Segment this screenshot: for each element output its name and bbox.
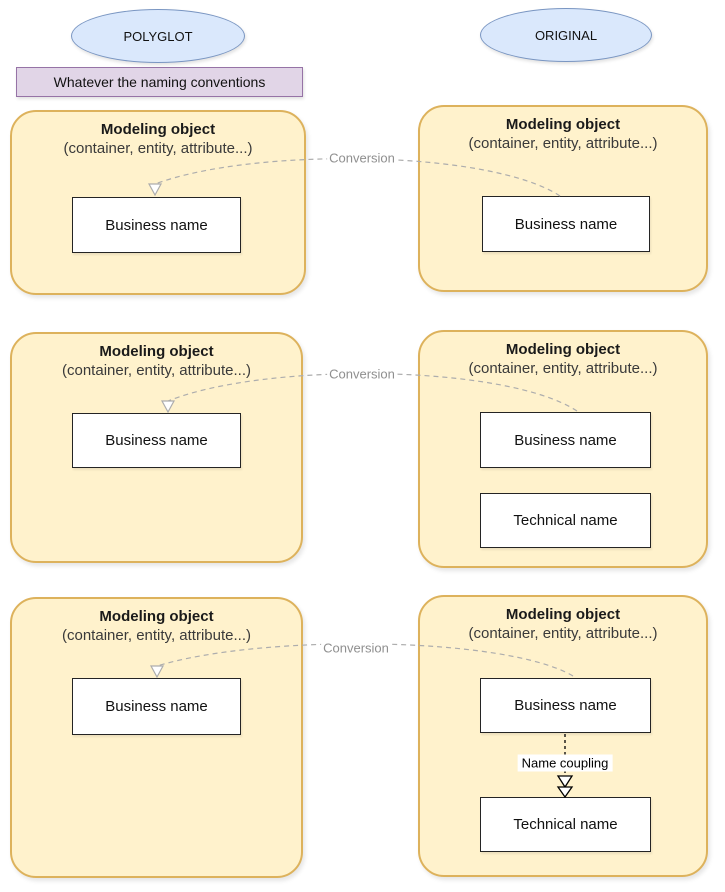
- technical-name-box-row3-right: Technical name: [480, 797, 651, 852]
- name-coupling-label: Name coupling: [517, 754, 613, 772]
- group-title: Modeling object: [505, 341, 621, 358]
- group-subtitle: (container, entity, attribute...): [63, 140, 253, 157]
- group-title: Modeling object: [99, 343, 214, 360]
- group-subtitle: (container, entity, attribute...): [62, 627, 251, 644]
- business-name-box-row1-right: Business name: [482, 196, 650, 252]
- group-header: Modeling object (container, entity, attr…: [420, 605, 706, 643]
- group-subtitle: (container, entity, attribute...): [468, 135, 658, 152]
- column-header-original-label: ORIGINAL: [534, 27, 598, 43]
- business-name-box-row1-left: Business name: [72, 197, 241, 253]
- technical-name-box-row2-right: Technical name: [480, 493, 651, 548]
- group-header: Modeling object (container, entity, attr…: [420, 115, 706, 153]
- technical-name-label: Technical name: [513, 816, 618, 833]
- business-name-label: Business name: [514, 431, 617, 449]
- group-header: Modeling object (container, entity, attr…: [420, 340, 706, 378]
- group-header: Modeling object (container, entity, attr…: [12, 607, 301, 645]
- modeling-object-group-row3-left: Modeling object (container, entity, attr…: [10, 597, 303, 878]
- group-header: Modeling object (container, entity, attr…: [12, 120, 304, 158]
- column-header-polyglot-label: POLYGLOT: [123, 28, 193, 44]
- group-title: Modeling object: [99, 608, 214, 625]
- group-subtitle: (container, entity, attribute...): [468, 625, 658, 642]
- business-name-label: Business name: [514, 697, 617, 714]
- group-subtitle: (container, entity, attribute...): [62, 362, 251, 379]
- group-title: Modeling object: [505, 116, 621, 133]
- conversion-label-row3: Conversion: [321, 640, 391, 656]
- business-name-box-row3-right: Business name: [480, 678, 651, 733]
- group-subtitle: (container, entity, attribute...): [468, 360, 658, 377]
- naming-conventions-note-label: Whatever the naming conventions: [53, 74, 266, 90]
- group-header: Modeling object (container, entity, attr…: [12, 342, 301, 380]
- group-title: Modeling object: [505, 606, 621, 623]
- column-header-polyglot: POLYGLOT: [71, 9, 245, 63]
- business-name-box-row2-left: Business name: [72, 413, 241, 468]
- conversion-label-row2: Conversion: [327, 366, 397, 382]
- business-name-label: Business name: [105, 698, 208, 715]
- conversion-label-row1: Conversion: [327, 150, 397, 166]
- technical-name-label: Technical name: [513, 512, 618, 529]
- business-name-label: Business name: [105, 432, 208, 449]
- column-header-original: ORIGINAL: [480, 8, 652, 62]
- business-name-box-row2-right: Business name: [480, 412, 651, 468]
- business-name-label: Business name: [105, 216, 208, 234]
- naming-conventions-note: Whatever the naming conventions: [16, 67, 303, 97]
- modeling-object-group-row1-left: Modeling object (container, entity, attr…: [10, 110, 306, 295]
- group-title: Modeling object: [100, 121, 216, 138]
- business-name-label: Business name: [514, 215, 618, 233]
- business-name-box-row3-left: Business name: [72, 678, 241, 735]
